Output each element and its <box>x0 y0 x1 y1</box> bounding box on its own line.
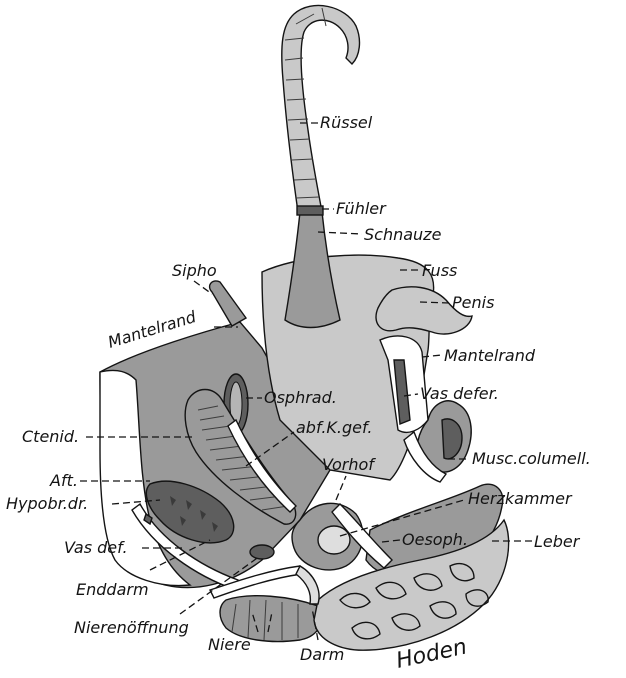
label-abf-k-gef: abf.K.gef. <box>296 418 372 437</box>
label-vorhof: Vorhof <box>322 455 376 474</box>
label-herzkammer: Herzkammer <box>468 489 573 508</box>
label-nierenoeffnung: Nierenöffnung <box>74 618 189 637</box>
label-musc-columell: Musc.columell. <box>472 449 591 468</box>
heart-ventricle <box>318 526 350 554</box>
tentacle-collar <box>297 206 323 215</box>
intestine <box>296 566 319 604</box>
label-penis: Penis <box>452 293 494 312</box>
label-enddarm: Enddarm <box>76 580 149 599</box>
label-niere: Niere <box>208 635 251 654</box>
label-leber: Leber <box>534 532 581 551</box>
label-sipho: Sipho <box>172 261 217 280</box>
leader-vorhof <box>336 476 346 500</box>
siphon <box>210 281 246 326</box>
label-fuehler: Fühler <box>336 199 387 218</box>
label-ruessel: Rüssel <box>320 113 373 132</box>
label-darm: Darm <box>300 645 344 664</box>
label-fuss: Fuss <box>422 261 457 280</box>
label-aft: Aft. <box>49 471 78 490</box>
proboscis <box>282 5 360 212</box>
label-ctenid: Ctenid. <box>22 427 79 446</box>
label-vas-defer: Vas defer. <box>420 384 499 403</box>
kidney-opening <box>250 545 274 559</box>
label-mantelrand-right: Mantelrand <box>444 346 536 365</box>
label-hypobr-dr: Hypobr.dr. <box>6 494 88 513</box>
label-osphrad: Osphrad. <box>264 388 337 407</box>
label-vas-def: Vas def. <box>64 538 128 557</box>
label-schnauze: Schnauze <box>364 225 442 244</box>
label-oesoph: Oesoph. <box>402 530 468 549</box>
